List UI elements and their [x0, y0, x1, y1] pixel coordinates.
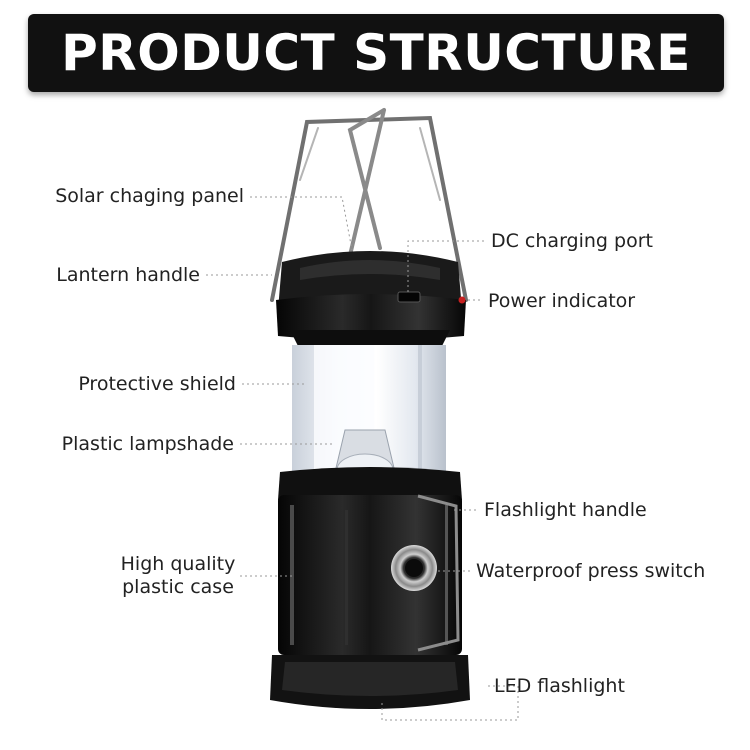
label-press-switch: Waterproof press switch — [476, 560, 706, 582]
leader-dc-port — [407, 240, 484, 293]
leader-lines — [206, 196, 519, 721]
label-plastic-case-line2: plastic case — [122, 576, 234, 598]
dc-port — [397, 291, 421, 303]
power-indicator-led — [458, 296, 466, 304]
flashlight-handle-wire — [417, 494, 460, 652]
title-banner: PRODUCT STRUCTURE — [28, 14, 724, 92]
led-flashlight-base — [270, 655, 470, 709]
page-title: PRODUCT STRUCTURE — [61, 24, 691, 82]
label-dc-port: DC charging port — [491, 230, 653, 252]
label-lantern-handle: Lantern handle — [56, 264, 200, 286]
label-led-flashlight: LED flashlight — [494, 675, 625, 697]
top-cap — [276, 251, 466, 350]
label-plastic-case: High quality plastic case — [108, 553, 248, 599]
leader-led-flashlight — [381, 685, 519, 721]
label-plastic-lampshade: Plastic lampshade — [61, 433, 234, 455]
plastic-case-body — [278, 467, 462, 655]
leader-solar-panel — [250, 196, 353, 251]
label-protective-shield: Protective shield — [78, 373, 236, 395]
label-power-indicator: Power indicator — [488, 290, 636, 312]
label-flashlight-handle: Flashlight handle — [484, 499, 647, 521]
handle-wire-back — [299, 127, 441, 201]
label-solar-panel: Solar chaging panel — [55, 185, 244, 207]
label-plastic-case-line1: High quality — [120, 553, 236, 575]
